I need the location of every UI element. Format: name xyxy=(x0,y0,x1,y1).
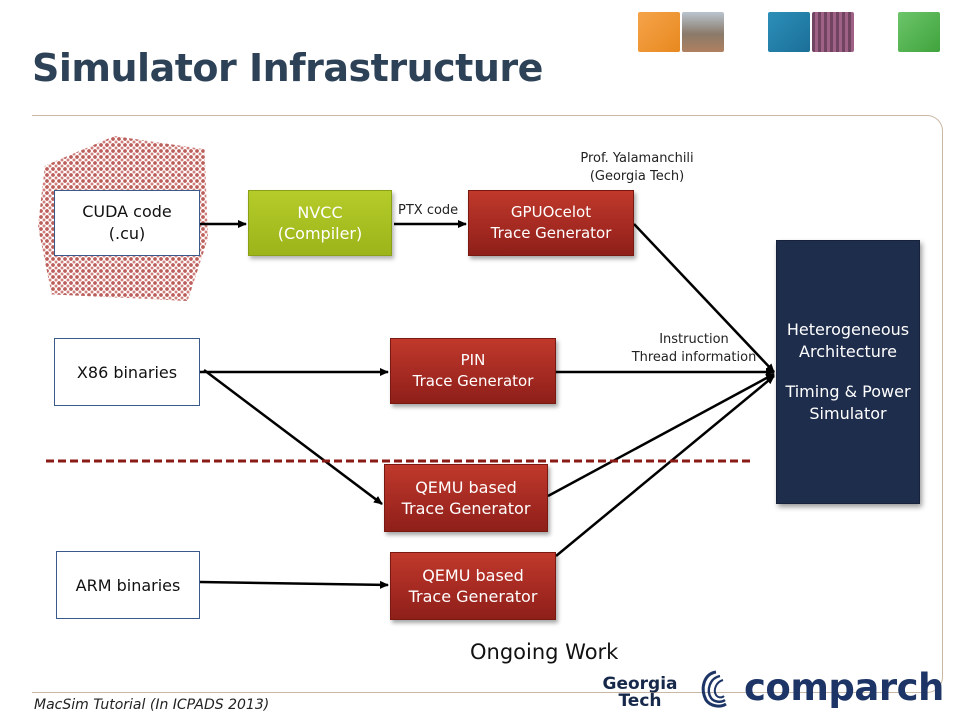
line-qemu-x86-to-simulator xyxy=(547,372,775,498)
comparch-logo: comparch xyxy=(744,666,944,709)
cuda-code-box: CUDA code (.cu) xyxy=(54,190,200,256)
nvcc-line1: NVCC xyxy=(297,203,343,222)
prof-line1: Prof. Yalamanchili xyxy=(580,151,694,166)
x86-binaries-label: X86 binaries xyxy=(76,362,178,382)
georgia-tech-logo: Georgia Tech xyxy=(594,676,686,710)
pin-trace-generator-box: PIN Trace Generator xyxy=(390,338,556,404)
comparch-swirl-icon xyxy=(701,670,727,708)
instr-line2: Thread information xyxy=(631,350,757,365)
cuda-code-line1: CUDA code xyxy=(82,202,172,221)
gpuocelot-box: GPUOcelot Trace Generator xyxy=(468,190,634,256)
arrow-arm-to-qemu xyxy=(199,580,389,589)
hetero-line4: Timing & Power xyxy=(785,382,911,401)
orange-tile xyxy=(638,12,680,52)
ptx-code-label: PTX code xyxy=(398,203,459,218)
campus-photo-tile xyxy=(682,12,724,52)
nvcc-line2: (Compiler) xyxy=(277,224,363,243)
pin-line1: PIN xyxy=(460,351,486,369)
footer-note: MacSim Tutorial (In ICPADS 2013) xyxy=(34,697,270,713)
hetero-line2: Architecture xyxy=(799,342,897,361)
line-gpuocelot-to-simulator xyxy=(633,223,775,373)
arm-binaries-label: ARM binaries xyxy=(75,575,181,595)
x86-binaries-box: X86 binaries xyxy=(54,338,200,406)
instruction-thread-label: Instruction Thread information xyxy=(616,331,772,367)
gpuocelot-line2: Trace Generator xyxy=(490,224,612,242)
qemu-x86-trace-generator-box: QEMU based Trace Generator xyxy=(384,464,548,532)
chip-photo-tile xyxy=(812,12,854,52)
arm-binaries-box: ARM binaries xyxy=(56,551,200,619)
arrow-x86-to-qemu xyxy=(203,369,383,505)
gpuocelot-line1: GPUOcelot xyxy=(510,203,592,221)
line-qemu-arm-to-simulator xyxy=(555,375,775,557)
qemu-arm-trace-generator-box: QEMU based Trace Generator xyxy=(390,552,556,620)
hetero-line1: Heterogeneous xyxy=(786,320,910,339)
instr-line1: Instruction xyxy=(659,332,729,347)
hetero-line5: Simulator xyxy=(809,404,887,423)
heterogeneous-simulator-box: Heterogeneous Architecture Timing & Powe… xyxy=(776,240,920,504)
content-frame xyxy=(32,115,943,693)
cuda-code-line2: (.cu) xyxy=(108,224,146,243)
qemu-arm-line2: Trace Generator xyxy=(408,587,538,606)
green-tile xyxy=(898,12,940,52)
qemu-x86-line1: QEMU based xyxy=(415,478,517,497)
nvcc-box: NVCC (Compiler) xyxy=(248,190,392,256)
page-title: Simulator Infrastructure xyxy=(32,46,543,90)
prof-line2: (Georgia Tech) xyxy=(589,169,685,184)
qemu-arm-line1: QEMU based xyxy=(422,566,524,585)
pin-line2: Trace Generator xyxy=(412,372,534,390)
blue-tile xyxy=(768,12,810,52)
qemu-x86-line2: Trace Generator xyxy=(401,499,531,518)
gt-logo-line2: Tech xyxy=(618,691,662,711)
gt-logo-line1: Georgia xyxy=(602,674,678,694)
prof-yalamanchili-label: Prof. Yalamanchili (Georgia Tech) xyxy=(562,150,712,186)
ongoing-work-label: Ongoing Work xyxy=(470,640,619,664)
